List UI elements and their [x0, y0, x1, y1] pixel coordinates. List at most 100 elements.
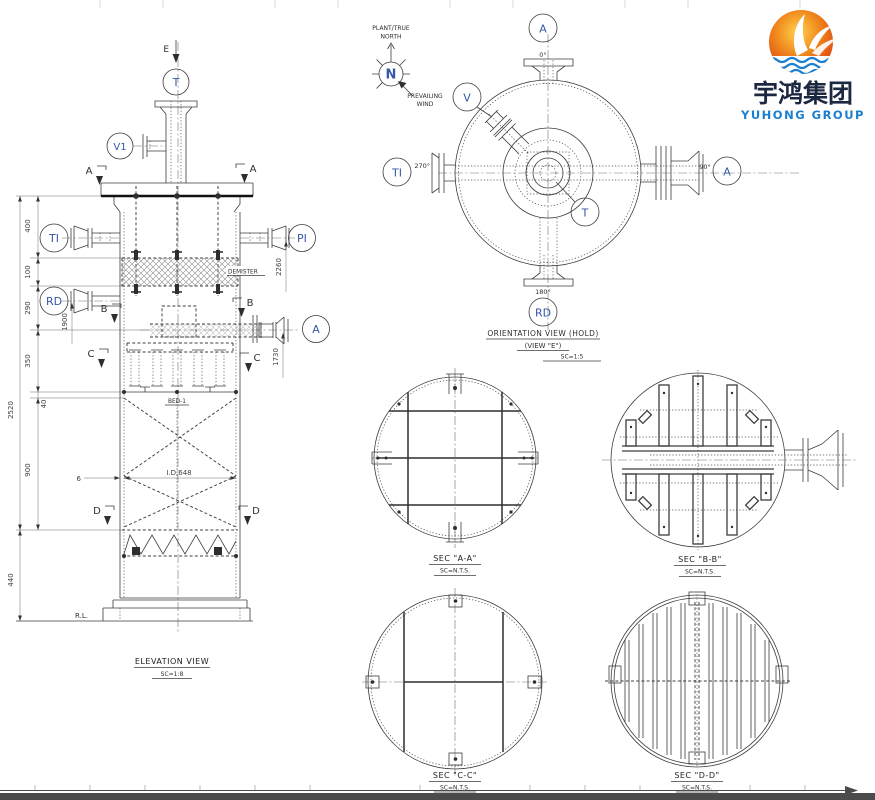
svg-text:A: A	[723, 166, 731, 179]
angle-0: 0°	[539, 51, 546, 59]
section-marker-a-left: A	[86, 165, 107, 185]
logo-english: YUHONG GROUP	[740, 108, 865, 122]
top-cover	[100, 182, 254, 213]
svg-text:2260: 2260	[275, 258, 283, 276]
demister-label: DEMISTER	[228, 270, 258, 276]
section-bb-scale: SC=N.T.S.	[685, 569, 715, 576]
demister-tie-rods	[135, 186, 219, 296]
bb-nozzle	[785, 429, 844, 491]
elevation-scale: SC=1:8	[161, 671, 184, 678]
section-aa: SEC "A-A" SC=N.T.S.	[371, 368, 539, 576]
dim-440: 440	[7, 573, 15, 586]
orientation-nozzle-right: 90°	[641, 146, 711, 200]
compass-wind: WIND	[417, 101, 434, 108]
nozzle-label-A: A	[312, 323, 320, 336]
section-marker-d-right: D	[238, 505, 260, 525]
rd-nozzle	[62, 288, 120, 314]
dim-350: 350	[24, 354, 32, 367]
svg-text:1900: 1900	[61, 313, 69, 331]
logo-chinese: 宇鸿集团	[753, 79, 853, 108]
demister: DEMISTER	[121, 250, 266, 294]
bb-lattice	[622, 375, 774, 545]
svg-text:D: D	[252, 506, 260, 517]
nozzle-tag-T: T	[162, 68, 190, 96]
svg-text:RD: RD	[535, 307, 551, 320]
dd-grid-bars	[624, 603, 770, 759]
section-aa-scale: SC=N.T.S.	[440, 568, 470, 575]
section-marker-a-right: A	[235, 163, 257, 183]
dd-clips	[608, 591, 789, 765]
section-cc: SEC "C-C" SC=N.T.S.	[362, 588, 548, 793]
dim-chain-inner: 400 100 290 350 40 900	[24, 196, 48, 530]
packed-bed	[123, 397, 237, 530]
logo-bird-wing	[809, 25, 833, 50]
a-nozzle	[140, 305, 300, 345]
elevation-title: ELEVATION VIEW SC=1:8	[134, 657, 210, 679]
orientation-nozzle-v	[476, 106, 530, 155]
compass-north: NORTH	[380, 34, 401, 41]
distributor	[122, 342, 238, 394]
section-cc-scale: SC=N.T.S.	[440, 785, 470, 792]
view-e-arrow: E	[163, 40, 180, 63]
dim-900: 900	[24, 463, 32, 476]
svg-text:SEC "C-C": SEC "C-C"	[433, 771, 477, 780]
nozzle-label-PI: PI	[297, 232, 307, 245]
dim-100: 100	[24, 265, 32, 278]
orientation-subtitle: (VIEW "E")	[525, 342, 562, 350]
orientation-title: ORIENTATION VIEW (HOLD) (VIEW "E") SC=1:…	[486, 329, 601, 362]
orientation-tag-TI: TI	[382, 157, 412, 187]
logo-bird-body	[793, 14, 808, 56]
section-dd: SEC "D-D" SC=N.T.S.	[605, 591, 790, 793]
svg-text:B: B	[247, 298, 254, 309]
section-bb: SEC "B-B" SC=N.T.S.	[602, 370, 858, 577]
svg-text:D: D	[93, 506, 101, 517]
svg-text:C: C	[254, 353, 261, 364]
svg-text:V: V	[463, 92, 471, 105]
orientation-tag-V: V	[452, 82, 482, 112]
nozzle-tag-A: A	[302, 315, 330, 343]
svg-text:SEC "A-A": SEC "A-A"	[433, 554, 477, 563]
orientation-tag-T: T	[555, 181, 600, 227]
angle-180: 180°	[535, 288, 551, 296]
nozzle-tag-TI: TI	[39, 223, 69, 253]
svg-text:A: A	[539, 23, 547, 36]
dim-2520: 2520	[7, 401, 15, 419]
ti-nozzle	[62, 225, 120, 251]
orientation-tag-A-right: A	[712, 156, 742, 186]
top-nozzle	[133, 100, 198, 183]
svg-text:TI: TI	[391, 167, 402, 180]
orientation-tag-A-top: A	[528, 13, 558, 43]
section-marker-c-right: C	[239, 352, 261, 372]
orientation-nozzle-bottom: 180°	[523, 255, 574, 296]
cc-lugs	[365, 594, 542, 766]
nozzle-label-T: T	[172, 76, 180, 89]
compass-prevailing: PREVAILING	[407, 93, 443, 100]
svg-text:1730: 1730	[272, 348, 280, 366]
dim-id648: I.D.648 6	[77, 469, 236, 483]
nozzle-label-V1: V1	[113, 142, 126, 153]
nozzle-tag-PI: PI	[288, 224, 316, 252]
dim-2260: 2260	[275, 241, 288, 292]
svg-text:A: A	[86, 166, 93, 177]
svg-text:I.D.648: I.D.648	[166, 469, 191, 477]
nozzle-tag-V1: V1	[106, 132, 134, 160]
nozzle-label-TI: TI	[48, 232, 59, 245]
angle-90: 90°	[699, 163, 711, 171]
angle-270: 270°	[414, 162, 430, 170]
section-cc-title: SEC "C-C" SC=N.T.S.	[429, 771, 481, 793]
dim-40: 40	[40, 400, 48, 409]
orientation-view: 0° A 180° RD 90° A 270° TI	[382, 13, 800, 362]
section-bb-title: SEC "B-B" SC=N.T.S.	[674, 555, 726, 577]
dim-290: 290	[24, 301, 32, 314]
base-ring: R.L.	[16, 597, 253, 622]
orientation-nozzle-top: 0°	[523, 51, 574, 84]
nozzle-tag-RD: RD	[39, 286, 69, 316]
orientation-hub	[502, 127, 594, 219]
svg-text:C: C	[88, 349, 95, 360]
bb-clamps	[637, 409, 760, 511]
orientation-scale: SC=1:5	[561, 354, 584, 361]
svg-text:T: T	[581, 207, 589, 220]
logo: 宇鸿集团 YUHONG GROUP	[740, 10, 865, 122]
section-dd-scale: SC=N.T.S.	[682, 785, 712, 792]
